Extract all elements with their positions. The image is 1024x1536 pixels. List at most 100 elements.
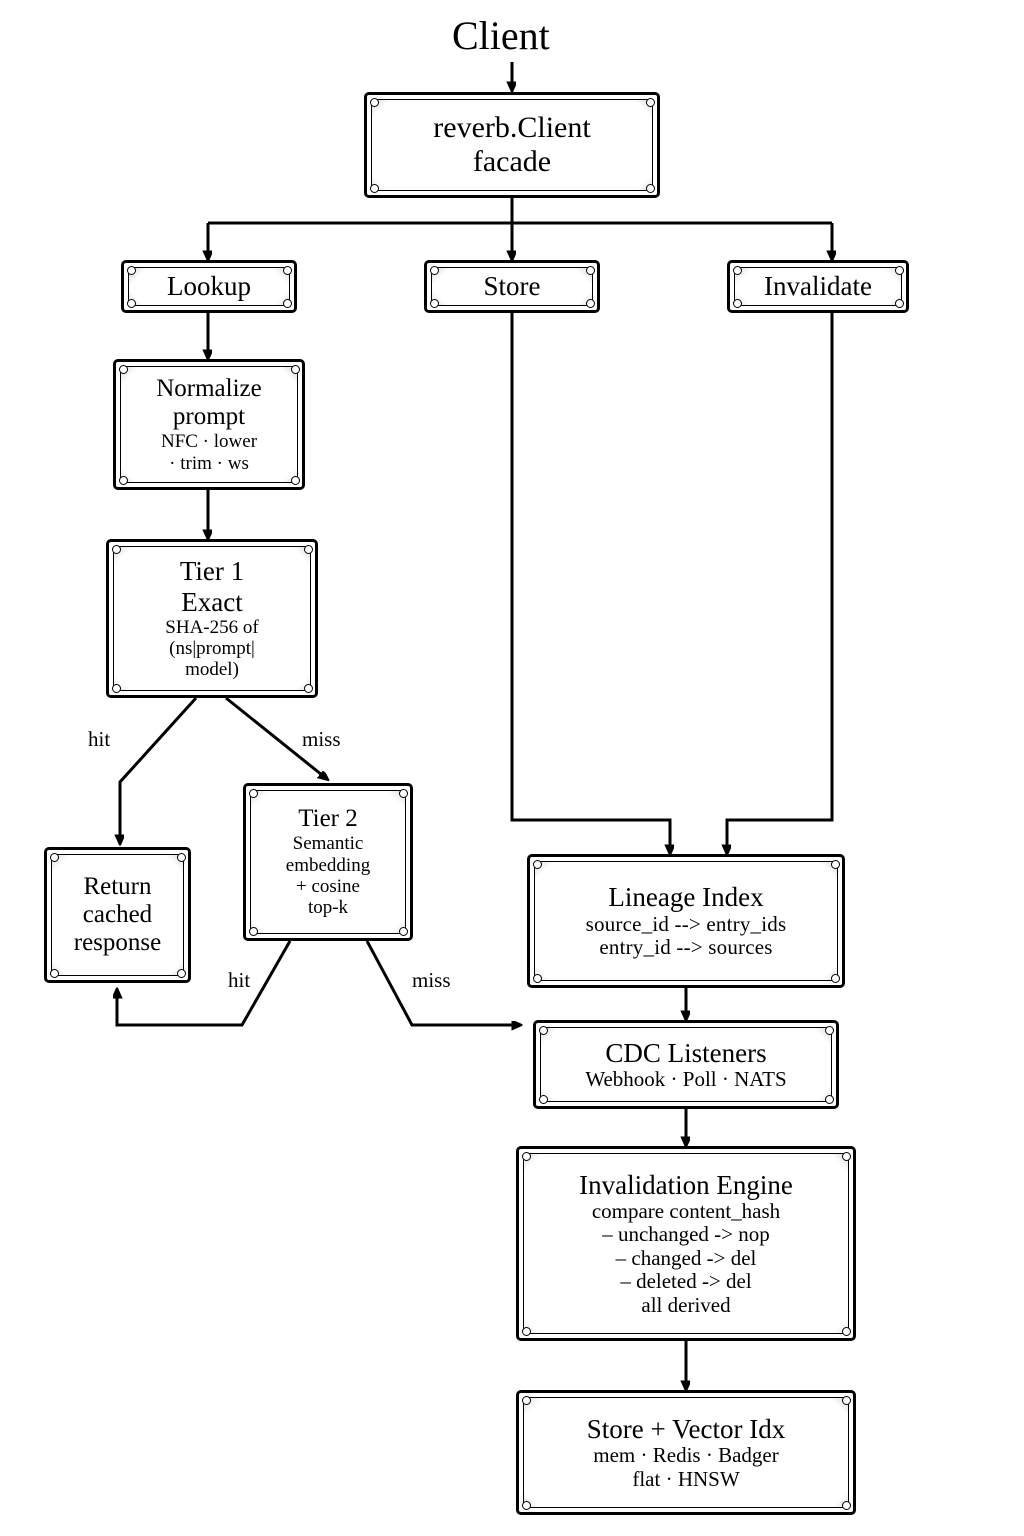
corner-dot-icon	[521, 1395, 531, 1405]
node-title: Return cached response	[73, 873, 162, 956]
node-content: Store	[427, 271, 597, 301]
corner-dot-icon	[429, 298, 439, 308]
node-content: Normalize prompt NFC · lower · trim · ws	[116, 375, 302, 474]
corner-dot-icon	[841, 1500, 851, 1510]
edge-tier1-hit	[120, 696, 198, 843]
node-title: Store + Vector Idx	[586, 1413, 786, 1444]
node-title: Store	[483, 271, 541, 302]
corner-dot-icon	[732, 298, 742, 308]
node-content: Store + Vector Idx mem · Redis · Badger …	[519, 1414, 853, 1491]
node-title: Tier 1 Exact	[179, 556, 245, 617]
corner-dot-icon	[521, 1151, 531, 1161]
node-lineage-index[interactable]: Lineage Index source_id --> entry_ids en…	[527, 854, 845, 988]
corner-dot-icon	[585, 265, 595, 275]
edge-label-tier2-miss: miss	[412, 968, 451, 992]
node-return-cached-response[interactable]: Return cached response	[44, 847, 191, 983]
node-reverb-client-facade[interactable]: reverb.Client facade	[364, 92, 660, 198]
edge-store-lineage	[510, 313, 670, 853]
corner-dot-icon	[824, 1094, 834, 1104]
edge-label-tier1-miss: miss	[302, 727, 341, 751]
corner-dot-icon	[248, 926, 258, 936]
corner-dot-icon	[398, 926, 408, 936]
node-title: Normalize prompt	[156, 375, 262, 431]
corner-dot-icon	[532, 859, 542, 869]
corner-dot-icon	[303, 544, 313, 554]
corner-dot-icon	[49, 852, 59, 862]
corner-dot-icon	[894, 298, 904, 308]
corner-dot-icon	[841, 1395, 851, 1405]
corner-dot-icon	[282, 265, 292, 275]
corner-dot-icon	[841, 1326, 851, 1336]
corner-dot-icon	[290, 364, 300, 374]
node-content: Tier 1 Exact SHA-256 of (ns|prompt| mode…	[109, 556, 315, 680]
corner-dot-icon	[369, 97, 379, 107]
corner-dot-icon	[111, 683, 121, 693]
node-store-vector-idx[interactable]: Store + Vector Idx mem · Redis · Badger …	[516, 1390, 856, 1515]
corner-dot-icon	[49, 968, 59, 978]
corner-dot-icon	[248, 788, 258, 798]
node-subtitle: mem · Redis · Badger flat · HNSW	[593, 1443, 779, 1491]
corner-dot-icon	[824, 1025, 834, 1035]
corner-dot-icon	[282, 298, 292, 308]
corner-dot-icon	[176, 852, 186, 862]
edge-label-tier1-hit: hit	[88, 727, 111, 751]
corner-dot-icon	[645, 183, 655, 193]
corner-dot-icon	[303, 683, 313, 693]
node-store-op[interactable]: Store	[424, 260, 600, 313]
node-invalidate-op[interactable]: Invalidate	[727, 260, 909, 313]
node-title: Tier 2	[298, 805, 358, 833]
node-subtitle: source_id --> entry_ids entry_id --> sou…	[585, 911, 787, 960]
corner-dot-icon	[118, 475, 128, 485]
corner-dot-icon	[830, 859, 840, 869]
node-lookup[interactable]: Lookup	[121, 260, 297, 313]
node-content: Return cached response	[47, 873, 188, 957]
node-title: Invalidate	[764, 271, 872, 302]
node-invalidation-engine[interactable]: Invalidation Engine compare content_hash…	[516, 1146, 856, 1341]
node-subtitle: Webhook · Poll · NATS	[585, 1066, 787, 1091]
node-content: Tier 2 Semantic embedding + cosine top-k	[246, 805, 410, 918]
corner-dot-icon	[830, 973, 840, 983]
node-tier2-semantic[interactable]: Tier 2 Semantic embedding + cosine top-k	[243, 783, 413, 941]
client-label: Client	[452, 13, 550, 58]
corner-dot-icon	[585, 298, 595, 308]
corner-dot-icon	[290, 475, 300, 485]
node-title: Invalidation Engine	[579, 1169, 793, 1200]
corner-dot-icon	[538, 1025, 548, 1035]
corner-dot-icon	[126, 265, 136, 275]
corner-dot-icon	[118, 364, 128, 374]
corner-dot-icon	[538, 1094, 548, 1104]
corner-dot-icon	[521, 1326, 531, 1336]
corner-dot-icon	[841, 1151, 851, 1161]
corner-dot-icon	[111, 544, 121, 554]
node-content: Lineage Index source_id --> entry_ids en…	[530, 882, 842, 959]
corner-dot-icon	[369, 183, 379, 193]
node-content: Lookup	[124, 271, 294, 301]
node-title: Lookup	[167, 271, 251, 302]
node-subtitle: NFC · lower · trim · ws	[160, 431, 258, 474]
corner-dot-icon	[176, 968, 186, 978]
corner-dot-icon	[521, 1500, 531, 1510]
corner-dot-icon	[398, 788, 408, 798]
node-title: CDC Listeners	[605, 1037, 767, 1068]
node-content: Invalidation Engine compare content_hash…	[519, 1170, 853, 1318]
corner-dot-icon	[429, 265, 439, 275]
corner-dot-icon	[645, 97, 655, 107]
node-normalize-prompt[interactable]: Normalize prompt NFC · lower · trim · ws	[113, 359, 305, 490]
corner-dot-icon	[126, 298, 136, 308]
node-cdc-listeners[interactable]: CDC Listeners Webhook · Poll · NATS	[533, 1020, 839, 1109]
node-title: reverb.Client facade	[433, 111, 591, 178]
edge-invalidate-lineage	[727, 313, 834, 853]
node-content: reverb.Client facade	[367, 111, 657, 178]
node-tier1-exact[interactable]: Tier 1 Exact SHA-256 of (ns|prompt| mode…	[106, 539, 318, 698]
node-subtitle: SHA-256 of (ns|prompt| model)	[165, 616, 259, 681]
corner-dot-icon	[894, 265, 904, 275]
edge-label-tier2-hit: hit	[228, 968, 251, 992]
node-subtitle: compare content_hash – unchanged -> nop …	[591, 1198, 781, 1317]
node-title: Lineage Index	[608, 882, 764, 913]
node-content: Invalidate	[730, 271, 906, 301]
node-subtitle: Semantic embedding + cosine top-k	[285, 833, 371, 919]
node-content: CDC Listeners Webhook · Poll · NATS	[536, 1038, 836, 1092]
corner-dot-icon	[532, 973, 542, 983]
